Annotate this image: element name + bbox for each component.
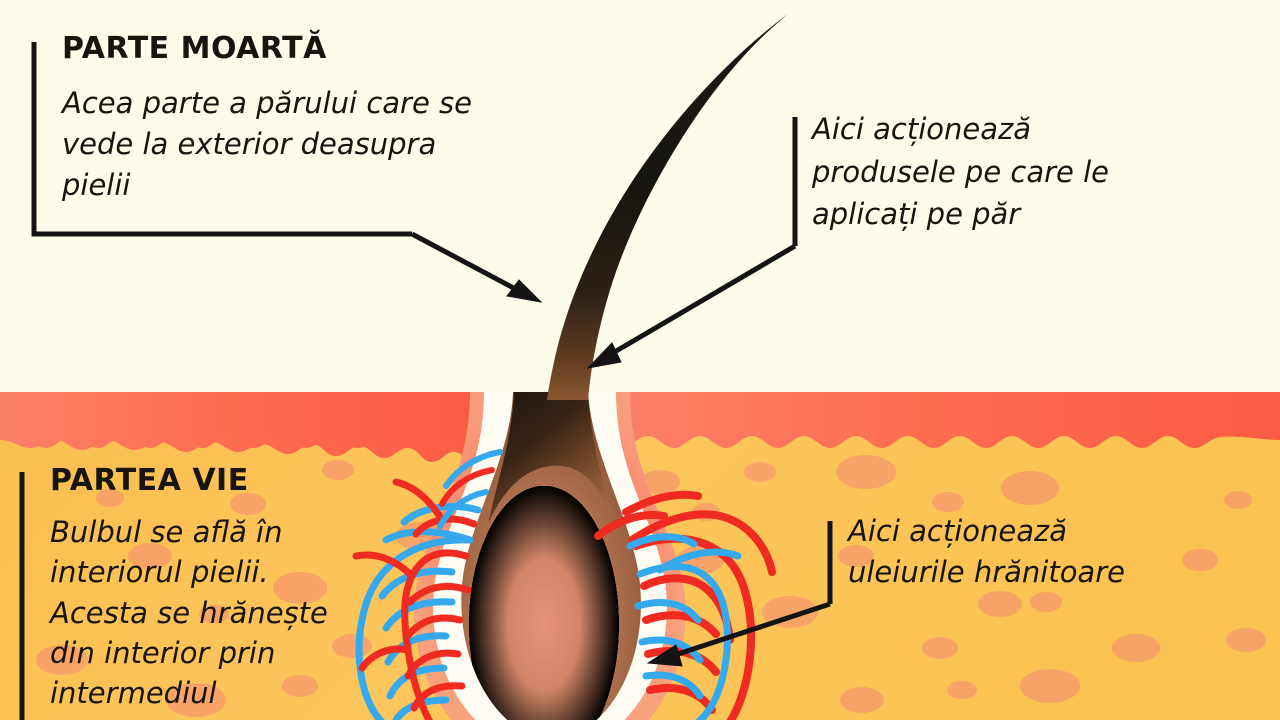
arrow-oils bbox=[646, 601, 831, 667]
callout-leader-lines bbox=[19, 42, 833, 720]
callout-oils: Aici acționează uleiurile hrănitoare bbox=[848, 511, 1148, 594]
hair-shaft bbox=[547, 14, 788, 400]
callout-dead-part-title: PARTE MOARTĂ bbox=[62, 31, 327, 66]
arrow-dead-part bbox=[410, 231, 543, 303]
callout-live-part-body: Bulbul se află în interiorul pielii. Ace… bbox=[50, 515, 328, 711]
vein-right bbox=[626, 533, 742, 720]
leader-dead-part bbox=[31, 42, 412, 237]
epidermis-layer bbox=[0, 392, 1280, 510]
callout-dead-part-body: Acea parte a părului care se vede la ext… bbox=[62, 86, 472, 203]
vein-sheath-crossing bbox=[437, 449, 503, 529]
arrow-products bbox=[586, 243, 797, 369]
callout-live-part-title: PARTEA VIE bbox=[50, 463, 249, 498]
artery-left bbox=[352, 478, 478, 720]
callout-oils-body: Aici acționează uleiurile hrănitoare bbox=[848, 514, 1125, 590]
hair-shaft-subdermal bbox=[488, 392, 612, 524]
artery-sheath-crossing bbox=[439, 467, 495, 507]
callout-products: Aici acționează produsele pe care le apl… bbox=[812, 108, 1142, 236]
blood-vessel-network bbox=[352, 449, 776, 720]
callout-products-body: Aici acționează produsele pe care le apl… bbox=[812, 112, 1109, 232]
callout-dead-part: PARTE MOARTĂ Acea parte a părului care s… bbox=[62, 34, 482, 207]
callout-live-part: PARTEA VIE Bulbul se află în interiorul … bbox=[50, 466, 360, 713]
